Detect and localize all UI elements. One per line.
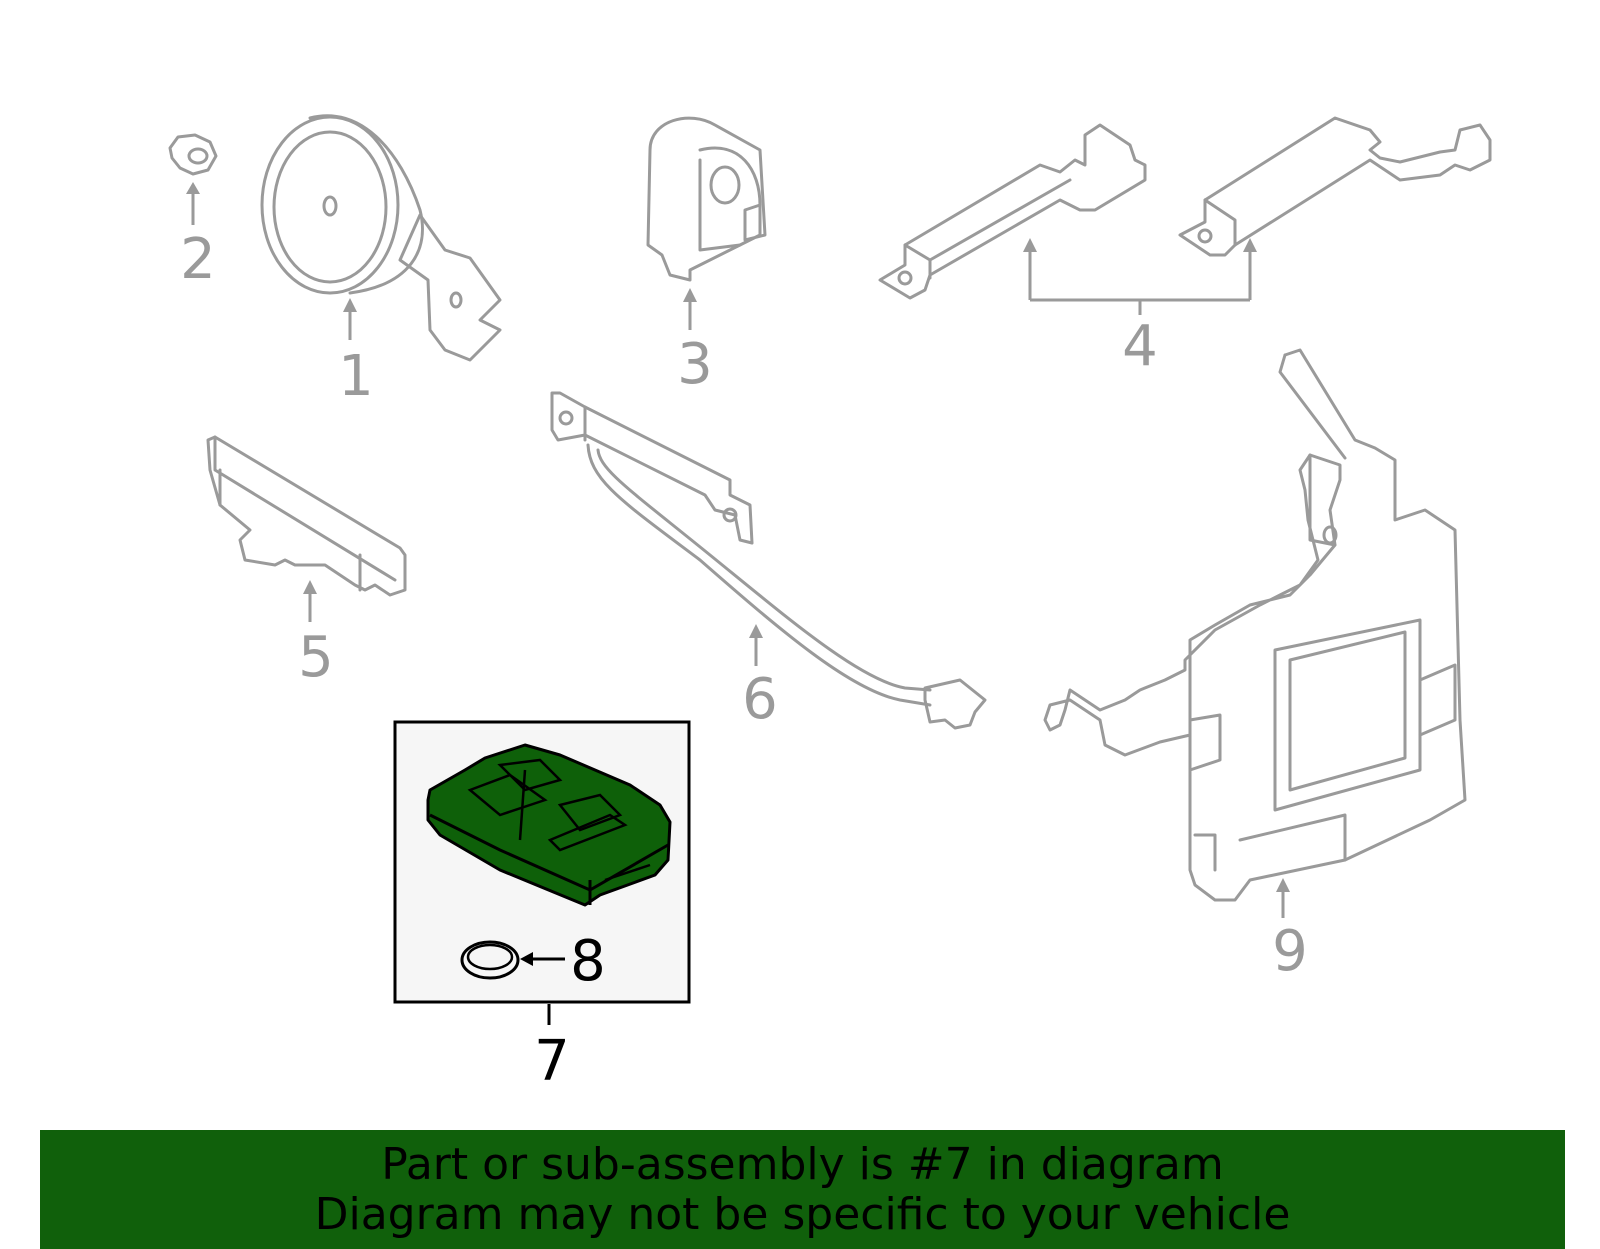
notice-banner: Part or sub-assembly is #7 in diagram Di…	[40, 1130, 1565, 1249]
callout-4: 4	[1122, 314, 1158, 379]
callout-2: 2	[180, 227, 216, 292]
part-4-antenna-pair[interactable]	[878, 116, 1492, 315]
callout-3: 3	[677, 332, 713, 397]
callout-5: 5	[298, 625, 334, 690]
callout-6: 6	[742, 667, 778, 732]
callout-9: 9	[1272, 919, 1308, 984]
part-1-horn[interactable]	[260, 114, 502, 362]
callout-7: 7	[534, 1029, 570, 1094]
part-8-battery[interactable]	[460, 940, 565, 980]
callout-8: 8	[570, 929, 606, 994]
part-7-key-fob[interactable]	[426, 743, 672, 907]
banner-line-1: Part or sub-assembly is #7 in diagram	[381, 1138, 1224, 1190]
part-9-control-module[interactable]	[1043, 348, 1467, 918]
part-5-antenna[interactable]	[206, 435, 407, 622]
callout-1: 1	[338, 344, 374, 409]
banner-line-2: Diagram may not be specific to your vehi…	[314, 1188, 1291, 1240]
part-6-antenna-cable[interactable]	[550, 391, 987, 730]
part-2-nut[interactable]	[168, 133, 218, 225]
banner-background	[40, 1130, 1565, 1249]
part-3-sensor[interactable]	[646, 116, 767, 330]
